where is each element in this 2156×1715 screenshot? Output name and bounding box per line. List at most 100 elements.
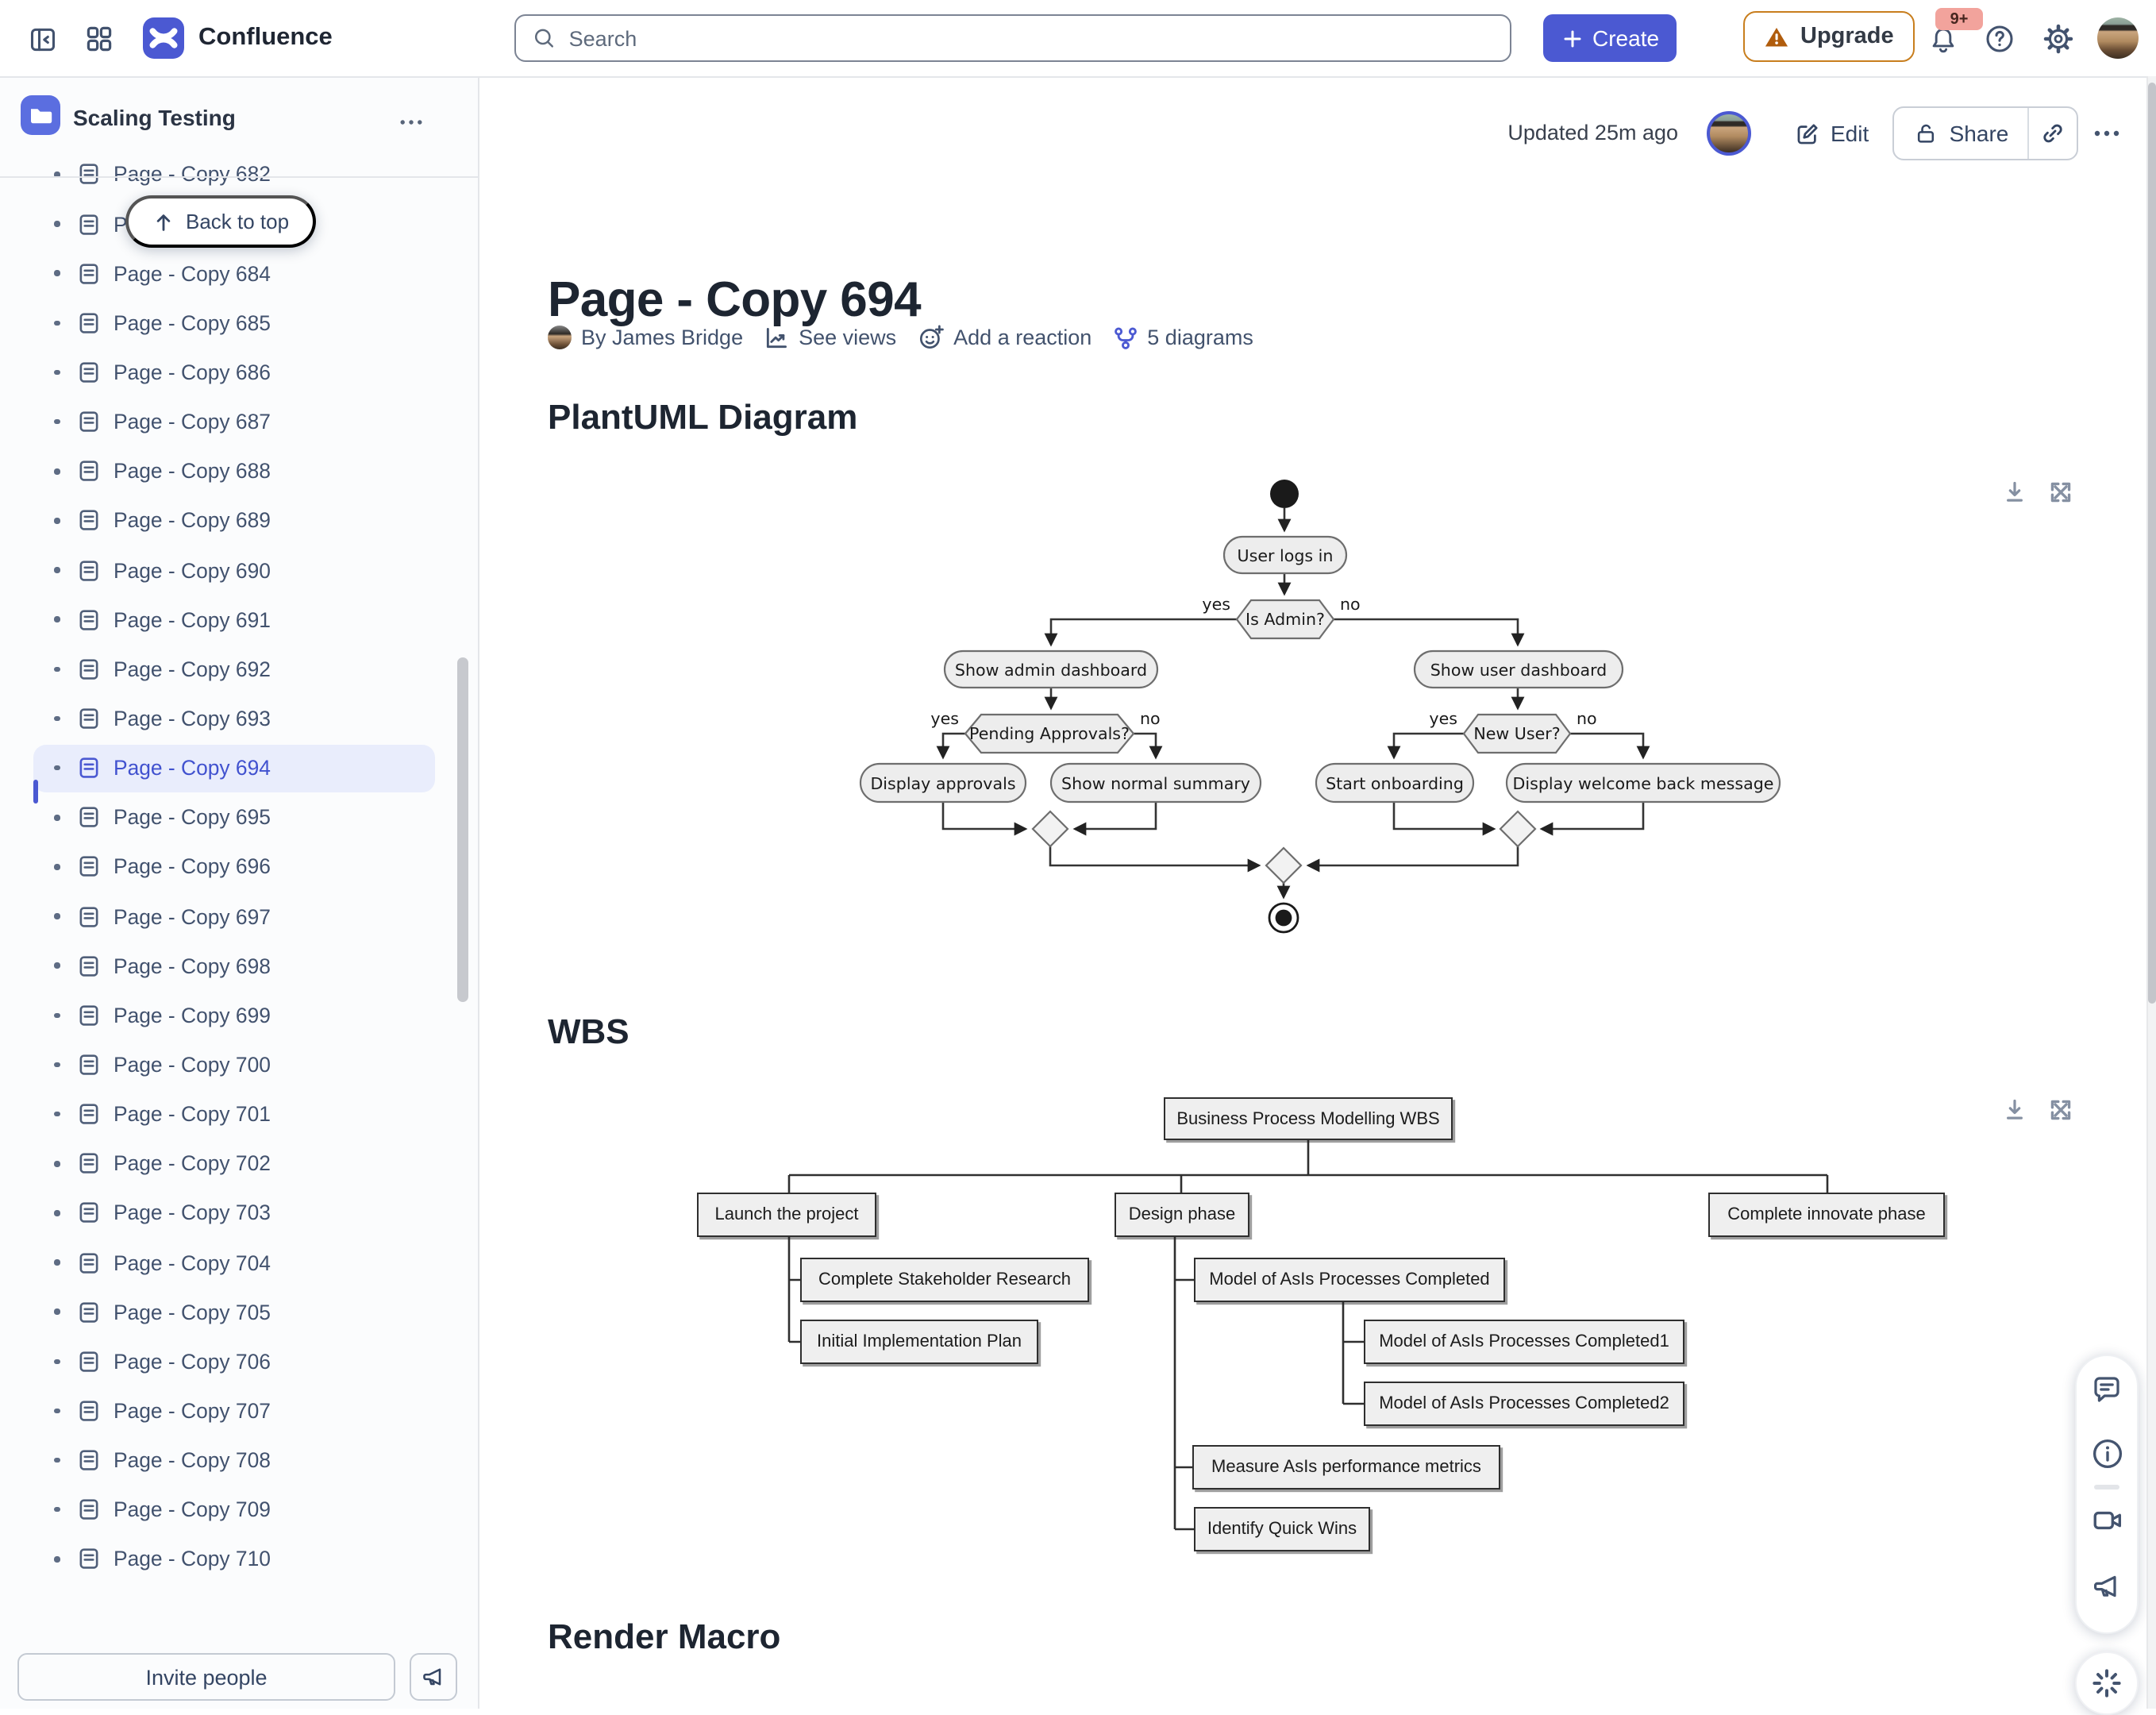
settings-button[interactable]: [2043, 24, 2073, 54]
author[interactable]: By James Bridge: [548, 326, 743, 349]
plantuml-activity-diagram: User logs in Is Admin? yes no Show admin…: [859, 480, 1781, 934]
invite-people-button[interactable]: Invite people: [17, 1653, 395, 1701]
sidebar-page-item[interactable]: Page - Copy 705: [33, 1288, 435, 1335]
page-tree: Page - Copy 682 Page - Copy 683 Page - C…: [0, 149, 478, 1585]
app-switcher-button[interactable]: [86, 25, 113, 52]
sidebar-page-item[interactable]: Page - Copy 687: [33, 398, 435, 445]
wbs-node-quick-wins: Identify Quick Wins: [1194, 1507, 1370, 1551]
share-button[interactable]: Share: [1894, 108, 2027, 159]
page-more-button[interactable]: [2091, 118, 2123, 149]
upgrade-button[interactable]: Upgrade: [1743, 11, 1915, 62]
video-button[interactable]: [2088, 1501, 2126, 1540]
sidebar-page-item[interactable]: Page - Copy 707: [33, 1387, 435, 1435]
sidebar-page-label: Page - Copy 688: [114, 459, 271, 484]
user-avatar[interactable]: [2097, 17, 2139, 59]
sidebar-page-item[interactable]: Page - Copy 708: [33, 1436, 435, 1484]
download-icon: [2007, 481, 2023, 502]
wbs-node-model2: Model of AsIs Processes Completed2: [1364, 1382, 1684, 1426]
diagrams-count[interactable]: 5 diagrams: [1112, 325, 1253, 350]
sidebar-page-item[interactable]: Page - Copy 684: [33, 249, 435, 297]
sidebar-page-item[interactable]: Page - Copy 689: [33, 497, 435, 545]
sidebar-page-item[interactable]: Page - Copy 698: [33, 942, 435, 989]
announcement-button[interactable]: [2088, 1567, 2126, 1605]
sidebar-page-label: Page - Copy 706: [114, 1349, 271, 1374]
sidebar-page-item[interactable]: Page - Copy 694: [33, 744, 435, 792]
more-horizontal-icon: [2094, 130, 2119, 137]
page-title: Page - Copy 694: [548, 271, 922, 327]
sidebar-page-item[interactable]: Page - Copy 703: [33, 1189, 435, 1237]
create-label: Create: [1592, 25, 1660, 51]
expand-diagram-button[interactable]: [2048, 480, 2073, 505]
sidebar-page-item[interactable]: Page - Copy 690: [33, 546, 435, 594]
bullet-dot: [54, 221, 60, 227]
search-bar[interactable]: [514, 14, 1511, 62]
sidebar-page-item[interactable]: Page - Copy 699: [33, 992, 435, 1039]
invite-people-label: Invite people: [145, 1665, 268, 1689]
sidebar-page-item[interactable]: Page - Copy 710: [33, 1536, 435, 1583]
add-reaction[interactable]: Add a reaction: [917, 324, 1091, 351]
confluence-home-link[interactable]: Confluence: [143, 17, 333, 59]
sidebar-page-item[interactable]: Page - Copy 697: [33, 892, 435, 940]
sidebar-page-item[interactable]: Page - Copy 692: [33, 646, 435, 693]
feedback-button[interactable]: [410, 1653, 457, 1701]
comment-icon: [2094, 1377, 2119, 1402]
collapse-sidebar-button[interactable]: [29, 25, 57, 54]
bullet-dot: [54, 518, 60, 524]
bullet-dot: [54, 1062, 60, 1068]
bullet-dot: [54, 1210, 60, 1216]
bullet-dot: [54, 1506, 60, 1513]
sidebar-page-item[interactable]: Page - Copy 688: [33, 448, 435, 495]
more-horizontal-icon: [400, 120, 422, 125]
sidebar-scrollbar[interactable]: [457, 657, 468, 1002]
space-more-button[interactable]: [397, 108, 425, 137]
sidebar-page-label: Page - Copy 694: [114, 756, 271, 780]
page-scrollbar-thumb[interactable]: [2148, 83, 2155, 1004]
sidebar-page-item[interactable]: Page - Copy 696: [33, 843, 435, 891]
wbs-node-stakeholder: Complete Stakeholder Research: [800, 1258, 1089, 1302]
space-sidebar: [0, 76, 479, 1709]
page-doc-icon: [79, 1054, 98, 1075]
bullet-dot: [54, 765, 60, 771]
sidebar-page-item[interactable]: Page - Copy 695: [33, 794, 435, 842]
contributor-avatar[interactable]: [1707, 111, 1751, 156]
sidebar-page-item[interactable]: Page - Copy 700: [33, 1041, 435, 1089]
last-updated-text[interactable]: Updated 25m ago: [1507, 121, 1678, 145]
download-diagram-button[interactable]: [2002, 1097, 2027, 1123]
bullet-dot: [54, 468, 60, 475]
comments-button[interactable]: [2088, 1370, 2126, 1409]
sidebar-page-item[interactable]: Page - Copy 704: [33, 1239, 435, 1286]
sidebar-page-item[interactable]: Page - Copy 685: [33, 299, 435, 347]
expand-diagram-button[interactable]: [2048, 1097, 2073, 1123]
upgrade-label: Upgrade: [1800, 24, 1894, 49]
see-views[interactable]: See views: [764, 325, 896, 350]
details-button[interactable]: [2088, 1434, 2126, 1472]
sidebar-page-item[interactable]: Page - Copy 686: [33, 349, 435, 396]
sidebar-page-label: Page - Copy 708: [114, 1448, 271, 1473]
sidebar-page-item[interactable]: Page - Copy 693: [33, 695, 435, 742]
download-diagram-button[interactable]: [2002, 480, 2027, 505]
help-button[interactable]: [1985, 24, 2015, 54]
wbs-node-complete: Complete innovate phase: [1708, 1193, 1945, 1237]
create-button[interactable]: Create: [1543, 14, 1677, 62]
edit-button[interactable]: Edit: [1784, 111, 1878, 156]
sidebar-page-item[interactable]: Page - Copy 706: [33, 1338, 435, 1385]
page-doc-icon: [79, 955, 98, 977]
add-reaction-label: Add a reaction: [953, 326, 1092, 349]
sidebar-page-label: Page - Copy 704: [114, 1251, 271, 1275]
search-input[interactable]: [565, 25, 1494, 52]
collapse-toolbar-button[interactable]: [2075, 1651, 2139, 1715]
toolbar-divider: [2094, 1485, 2119, 1489]
sidebar-page-item[interactable]: Page - Copy 691: [33, 595, 435, 643]
activity-node-show-normal-summary: Show normal summary: [1061, 774, 1250, 793]
sidebar-page-item[interactable]: Page - Copy 701: [33, 1090, 435, 1138]
notifications-button[interactable]: [1929, 25, 1958, 54]
sidebar-page-item[interactable]: Page - Copy 702: [33, 1140, 435, 1188]
sidebar-page-item[interactable]: Page - Copy 709: [33, 1486, 435, 1533]
gear-icon: [2043, 24, 2073, 54]
copy-link-button[interactable]: [2029, 108, 2077, 159]
top-navigation-bar: Confluence Create Upgrade: [0, 0, 2156, 78]
sidebar-page-label: Page - Copy 695: [114, 805, 271, 830]
sidebar-page-item[interactable]: Page - Copy 682: [33, 151, 435, 198]
back-to-top-button[interactable]: Back to top: [125, 195, 317, 248]
